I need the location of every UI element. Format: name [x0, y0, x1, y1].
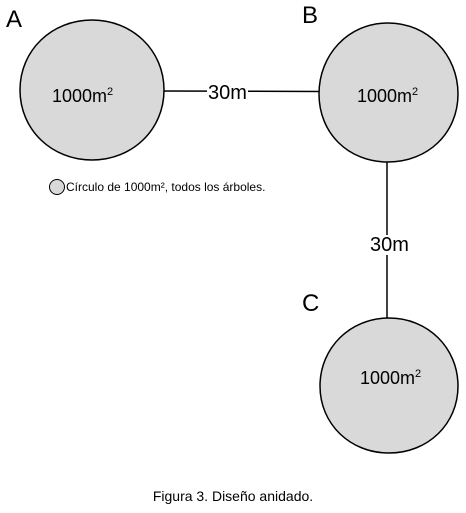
- circle-plot-icon: [49, 179, 65, 195]
- legend: Círculo de 1000m², todos los árboles.: [49, 177, 265, 197]
- plot-circle-a: [19, 19, 165, 161]
- plot-c-area-exponent: 2: [415, 368, 422, 380]
- plot-circle-c: [319, 317, 459, 454]
- plot-c-area-value: 1000m: [360, 368, 416, 388]
- plot-a-label: A: [6, 6, 23, 33]
- distance-label-a-b: 30m: [207, 82, 248, 104]
- plot-c-label: C: [302, 290, 320, 317]
- plot-b-label: B: [302, 2, 319, 29]
- distance-label-b-c: 30m: [369, 234, 410, 256]
- figure-caption: Figura 3. Diseño anidado.: [152, 488, 314, 504]
- plot-c-area: 1000m2: [360, 368, 422, 388]
- legend-text: Círculo de 1000m², todos los árboles.: [66, 180, 266, 194]
- plot-b-area-value: 1000m: [357, 86, 413, 106]
- plot-a-area-value: 1000m: [52, 86, 108, 106]
- plot-b-area-exponent: 2: [412, 86, 419, 98]
- plot-b-area: 1000m2: [357, 86, 419, 106]
- plot-circle-b: [318, 22, 459, 163]
- plot-a-area: 1000m2: [52, 86, 114, 106]
- plot-a-area-exponent: 2: [107, 86, 114, 98]
